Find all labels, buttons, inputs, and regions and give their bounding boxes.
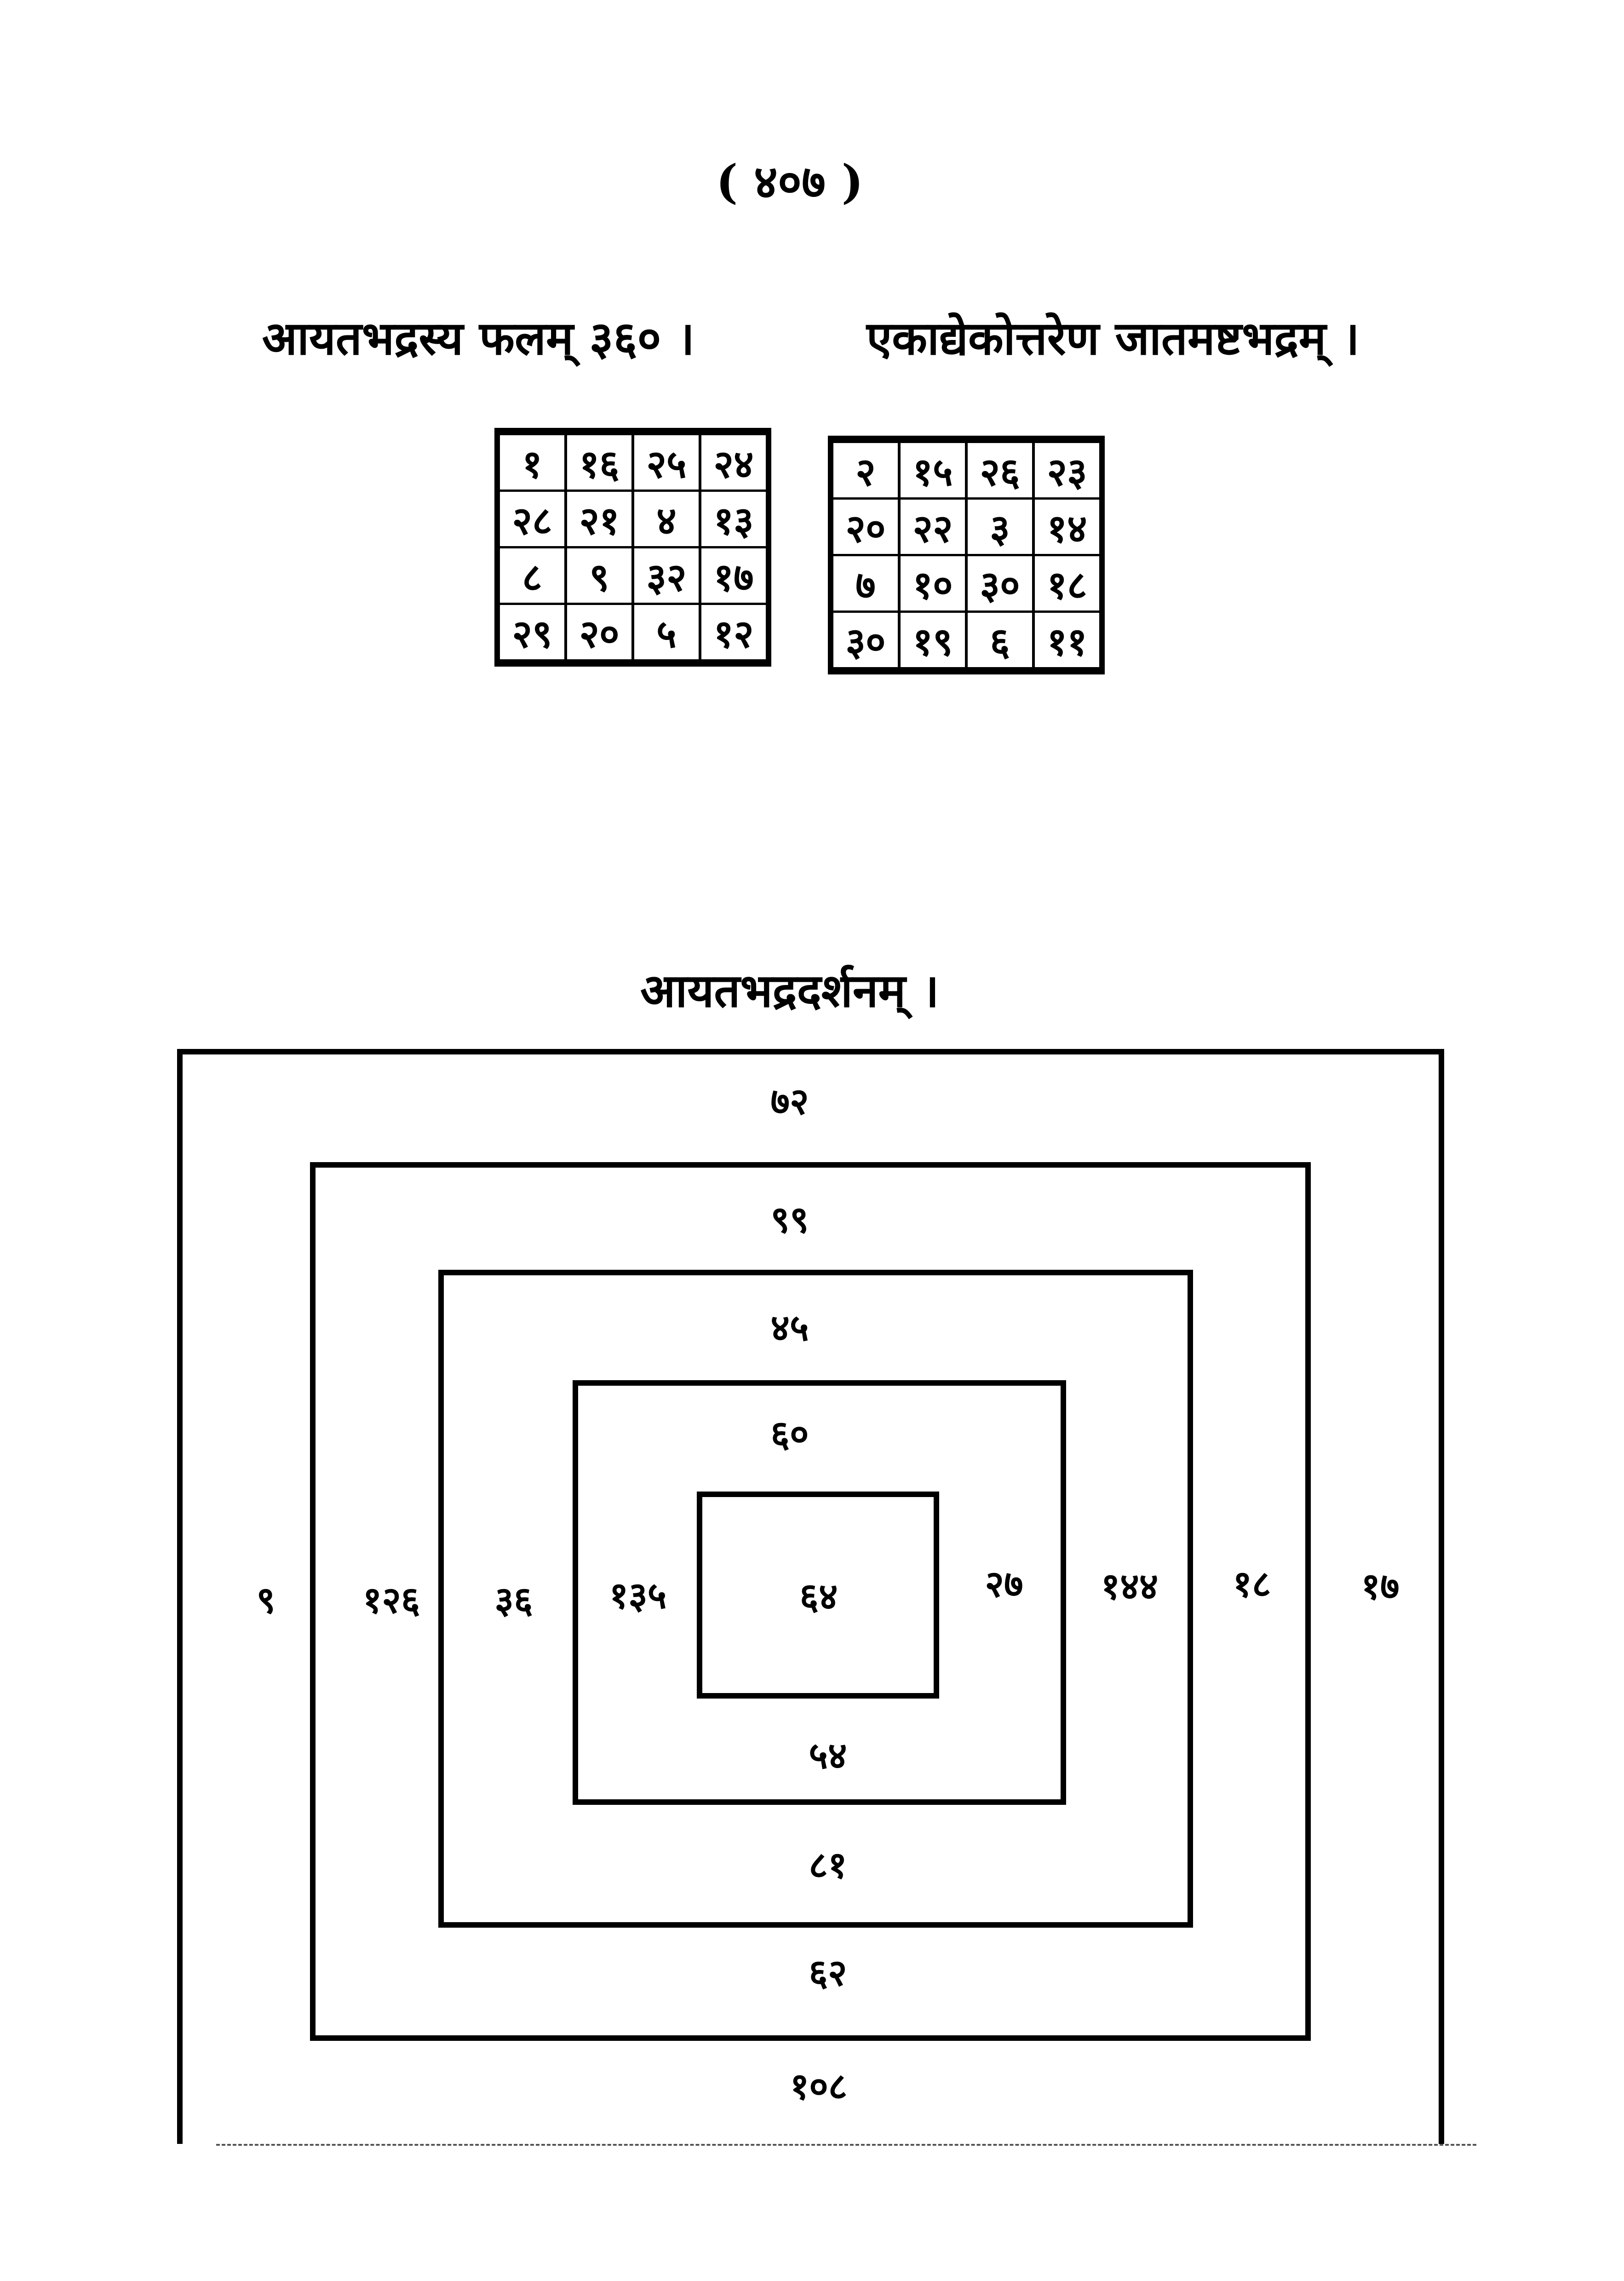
square-cell: २८: [494, 490, 566, 547]
label-top-4: ६०: [770, 1412, 809, 1456]
square-cell: २०: [564, 603, 633, 663]
label-right-2: १४४: [1101, 1564, 1159, 1608]
label-left-3: ३६: [494, 1578, 533, 1622]
square-cell: २६: [965, 439, 1033, 499]
page-number: ( ४०७ ): [716, 155, 864, 209]
square-cell: २५: [631, 432, 700, 491]
label-left-2: १२६: [362, 1578, 420, 1622]
label-right-3: १८: [1233, 1562, 1271, 1606]
square-cell: २४: [699, 432, 771, 491]
heading-ashtabhadra: एकाद्येकोत्तरेण जातमष्टभद्रम् ।: [866, 311, 1360, 365]
diagram-bottom-dashed-line: [216, 2144, 1476, 2146]
square-cell: १२: [699, 603, 771, 663]
square-cell: ५: [631, 603, 700, 663]
square-cell: ३०: [965, 554, 1033, 612]
square-cell: १५: [898, 439, 966, 499]
square-cell: १६: [564, 432, 633, 491]
square-cell: १०: [898, 554, 966, 612]
square-cell: ४: [631, 490, 700, 547]
square-cell: १७: [699, 546, 771, 604]
square-cell: १९: [898, 611, 966, 671]
square-cell: १३: [699, 490, 771, 547]
label-bottom-1: ५४: [809, 1734, 847, 1777]
square-cell: २०: [828, 497, 899, 555]
diagram-title: आयतभद्रदर्शनम् ।: [640, 963, 939, 1018]
label-left-4: १३५: [609, 1573, 667, 1617]
square-cell: १: [494, 432, 566, 491]
square-cell: २: [828, 439, 899, 499]
diagram-ring-2: [310, 1162, 1311, 2041]
square-cell: ७: [828, 554, 899, 612]
square-cell: १८: [1032, 554, 1105, 612]
square-cell: ८: [494, 546, 566, 604]
label-bottom-2: ८१: [809, 1843, 847, 1887]
label-bottom-4: १०८: [790, 2064, 848, 2108]
label-top-3: ४५: [770, 1306, 809, 1349]
square-cell: २२: [898, 497, 966, 555]
square-cell: २३: [1032, 439, 1105, 499]
square-cell: ३२: [631, 546, 700, 604]
square-cell: २१: [564, 490, 633, 547]
label-bottom-3: ६२: [809, 1951, 847, 1994]
square-cell: १४: [1032, 497, 1105, 555]
label-right-1: २७: [985, 1562, 1023, 1606]
diagram-ring-center: [697, 1492, 939, 1699]
diagram-ring-4: [573, 1380, 1066, 1805]
square-cell: २९: [494, 603, 566, 663]
square-cell: ३: [965, 497, 1033, 555]
square-cell: ९: [564, 546, 633, 604]
square-cell: ११: [1032, 611, 1105, 671]
label-left-1: ९: [256, 1578, 275, 1622]
label-center: ६४: [799, 1574, 838, 1618]
diagram-ring-3: [438, 1270, 1193, 1928]
label-top-1: ७२: [770, 1079, 809, 1123]
square-cell: ३०: [828, 611, 899, 671]
diagram-ring-1: [177, 1049, 1444, 2144]
heading-ayatabhadra-result: आयतभद्रस्य फलम् ३६० ।: [262, 311, 695, 365]
label-right-4: १७: [1361, 1564, 1400, 1608]
square-cell: ६: [965, 611, 1033, 671]
label-top-2: ९९: [770, 1198, 809, 1241]
